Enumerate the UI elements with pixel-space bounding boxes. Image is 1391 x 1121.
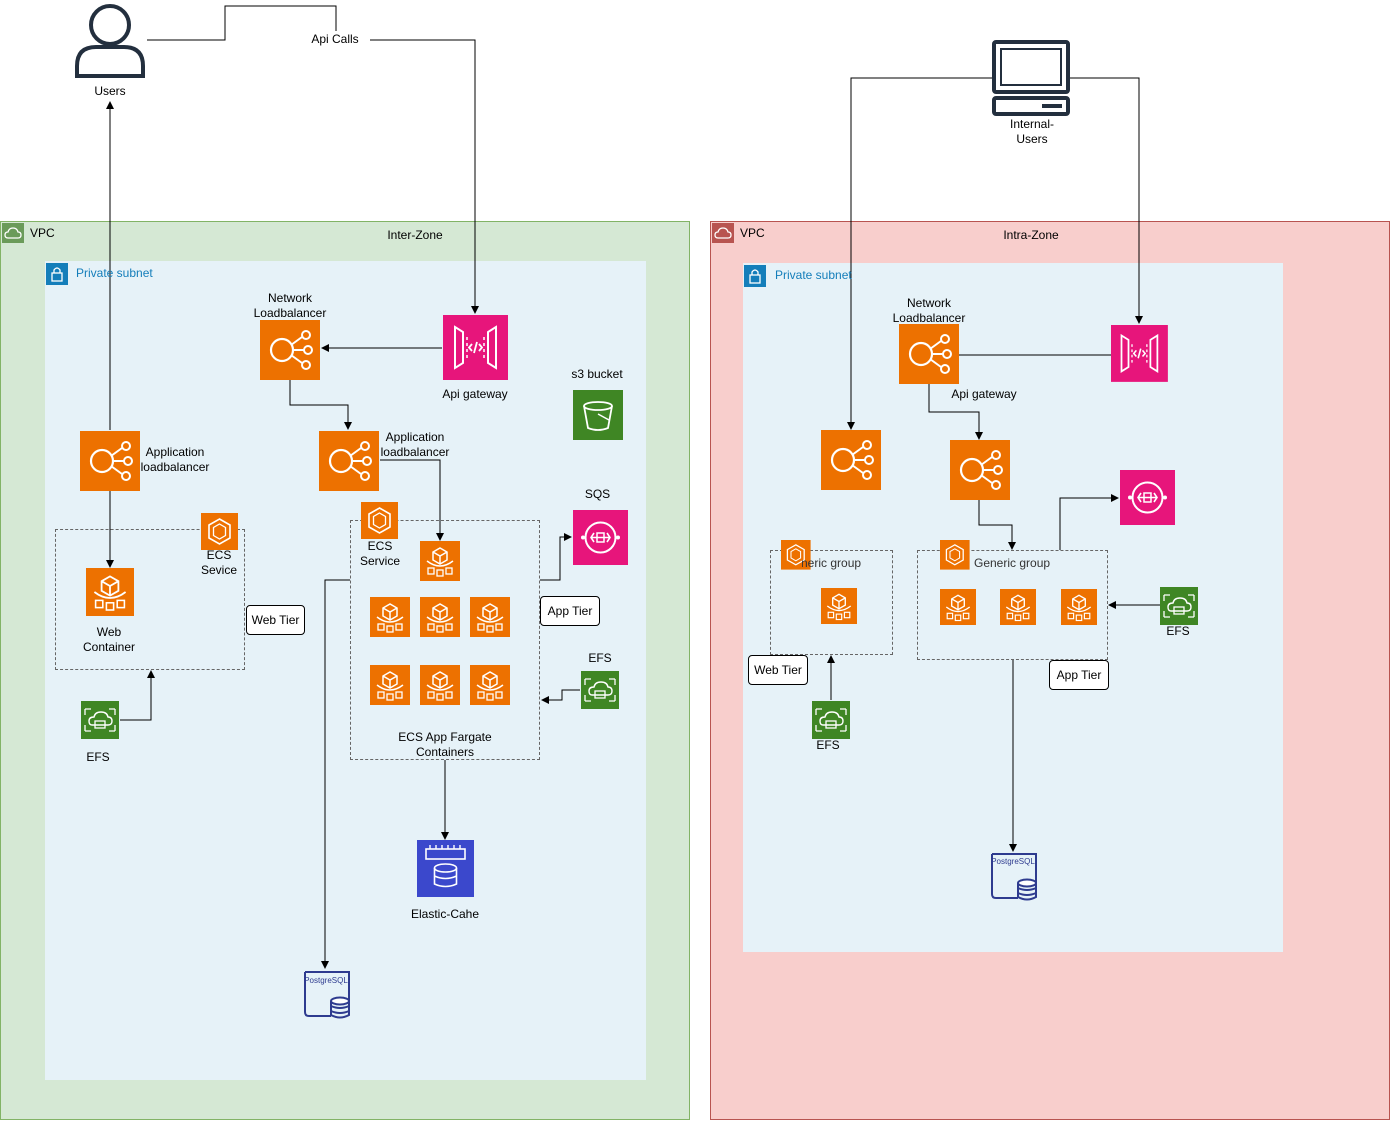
container-icon-right bbox=[820, 587, 858, 625]
api-gateway-label-right: Api gateway bbox=[951, 387, 1017, 401]
efs-to-web-tier bbox=[120, 670, 155, 721]
user-icon bbox=[75, 4, 145, 78]
api-gateway-label-left: Api gateway bbox=[442, 387, 508, 401]
sqs-label-left: SQS bbox=[584, 487, 611, 501]
network-lb-label-left: Network Loadbalancer bbox=[253, 291, 327, 320]
fargate-group bbox=[350, 520, 540, 760]
efs-label-right-right: EFS bbox=[1166, 624, 1190, 638]
subnet-label-right: Private subnet bbox=[775, 268, 852, 282]
subnet-label-left: Private subnet bbox=[76, 266, 153, 280]
efs-icon-left-left bbox=[80, 700, 120, 740]
fargate-container-icon bbox=[369, 664, 411, 706]
efs-icon-right-left bbox=[811, 700, 851, 740]
fargate-container-icon bbox=[419, 664, 461, 706]
ecs-service-icon-left bbox=[200, 512, 239, 551]
api-gateway-icon-right bbox=[1110, 324, 1169, 383]
efs-label-right-left: EFS bbox=[816, 738, 840, 752]
zone-label-right: Intra-Zone bbox=[1003, 228, 1059, 242]
vpc-cloud-icon-right bbox=[712, 223, 734, 243]
api-gateway-icon-left bbox=[442, 314, 509, 381]
elasticache-label: Elastic-Cahe bbox=[410, 907, 480, 921]
vpc-label-right: VPC bbox=[740, 226, 765, 240]
vpc-label-left: VPC bbox=[30, 226, 55, 240]
lb-icon-right-2 bbox=[948, 438, 1012, 502]
web-tier-group-left bbox=[55, 529, 245, 670]
api-calls-line bbox=[147, 5, 337, 41]
private-subnet-left bbox=[45, 261, 646, 1080]
sqs-icon-right bbox=[1119, 469, 1176, 526]
users-label: Users bbox=[94, 84, 126, 98]
container-icon-right bbox=[939, 588, 977, 626]
lock-icon-left bbox=[45, 262, 69, 286]
web-container-label: Web Container bbox=[82, 625, 136, 654]
internal-to-gateway bbox=[1070, 77, 1143, 324]
fargate-label: ECS App Fargate Containers bbox=[398, 730, 492, 759]
desktop-icon bbox=[992, 40, 1070, 116]
alb-to-fargate bbox=[380, 459, 444, 541]
efs-to-fargate bbox=[541, 689, 580, 704]
fargate-container-icon bbox=[369, 596, 411, 638]
internal-users-label: Internal- Users bbox=[1009, 117, 1055, 146]
fargate-container-icon bbox=[469, 596, 511, 638]
app-lb-label-left: Application loadbalancer bbox=[140, 445, 210, 474]
network-lb-icon-left bbox=[258, 318, 322, 382]
lb-icon-right bbox=[819, 428, 883, 492]
lock-icon-right bbox=[743, 264, 767, 288]
web-tier-badge-right: Web Tier bbox=[748, 655, 808, 685]
container-icon-right bbox=[1060, 588, 1098, 626]
generic-group-text-left: Generic group bbox=[802, 556, 862, 570]
lb2-to-group bbox=[978, 499, 1016, 550]
elasticache-icon bbox=[416, 839, 475, 898]
fargate-to-postgres bbox=[321, 579, 350, 969]
app-tier-badge-right: App Tier bbox=[1049, 660, 1109, 690]
network-lb-label-right: Network Loadbalancer bbox=[892, 296, 966, 325]
container-icon-right bbox=[999, 588, 1037, 626]
connectors-right bbox=[827, 77, 1160, 852]
efs-icon-right-right bbox=[1159, 586, 1199, 626]
group-to-sqs bbox=[1059, 494, 1119, 550]
network-lb-icon-right bbox=[897, 322, 961, 386]
ecs-service-label-left: ECS Sevice bbox=[200, 548, 238, 577]
postgres-tag-left: PostgreSQL bbox=[304, 976, 348, 985]
generic-group-left bbox=[770, 550, 893, 655]
nlb-to-alb bbox=[289, 380, 352, 430]
sqs-icon-left bbox=[572, 509, 629, 566]
vpc-cloud-icon-left bbox=[2, 223, 24, 243]
web-tier-badge-left: Web Tier bbox=[246, 605, 305, 635]
s3-bucket-icon bbox=[572, 389, 624, 441]
efs-icon-left-right bbox=[580, 670, 620, 710]
generic-group-label-right: Generic group bbox=[974, 556, 1051, 570]
s3-bucket-label: s3 bucket bbox=[571, 367, 623, 381]
nlb-to-lb2 bbox=[928, 384, 983, 440]
fargate-to-sqs bbox=[540, 533, 572, 581]
postgres-tag-right: PostgreSQL bbox=[991, 857, 1035, 866]
ecs-icon-right-mid bbox=[939, 539, 971, 571]
fargate-container-icon bbox=[419, 596, 461, 638]
fargate-container-icon bbox=[469, 664, 511, 706]
ecs-service-label-mid: ECS Service bbox=[359, 539, 400, 568]
internal-to-lb bbox=[847, 77, 992, 430]
web-container-icon bbox=[85, 567, 135, 617]
generic-group-right bbox=[917, 550, 1108, 660]
efs-label-left-right: EFS bbox=[588, 651, 612, 665]
zone-label-left: Inter-Zone bbox=[387, 228, 443, 242]
generic-group-label-left: Generic group bbox=[802, 556, 882, 571]
app-tier-badge-left: App Tier bbox=[540, 596, 600, 626]
api-calls-label: Api Calls bbox=[300, 32, 370, 47]
ecs-service-icon-mid bbox=[360, 501, 399, 540]
efs-label-left-left: EFS bbox=[86, 750, 110, 764]
app-lb-label-mid: Application loadbalancer bbox=[380, 430, 450, 459]
connectors-left bbox=[106, 5, 580, 969]
api-calls-to-gateway bbox=[366, 39, 479, 314]
fargate-container-icon bbox=[419, 540, 461, 582]
